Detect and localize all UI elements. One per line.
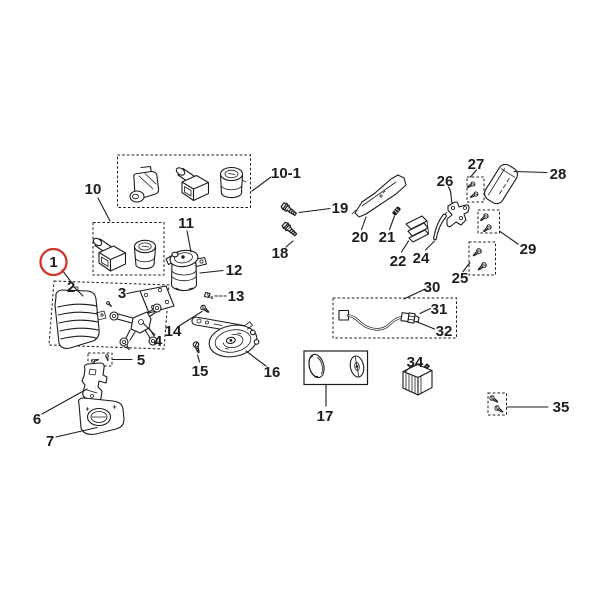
part-24-rod	[432, 211, 448, 241]
part-16-horn	[191, 316, 260, 358]
group-box-1	[48, 280, 170, 350]
part-4-bracket	[105, 300, 162, 351]
group-box-10	[92, 222, 165, 276]
callout-34: 34	[407, 354, 424, 371]
callout-13: 13	[228, 288, 245, 305]
part-10-lock-set	[92, 237, 157, 272]
callout-11: 11	[178, 215, 194, 232]
callout-4: 4	[154, 333, 163, 350]
callout-35: 35	[553, 399, 570, 416]
part-11-12-switch-body	[165, 249, 208, 292]
callout-16: 16	[264, 364, 281, 381]
callout-29: 29	[520, 241, 537, 258]
part-25-screw-set	[471, 247, 488, 272]
callout-28: 28	[550, 166, 567, 183]
group-box-27	[466, 176, 485, 203]
part-19-bolt	[279, 201, 299, 218]
part-21-plug	[392, 206, 401, 216]
highlight-circle-1	[39, 247, 68, 277]
callout-25: 25	[452, 270, 469, 287]
group-box-30	[332, 297, 457, 339]
callout-1: 1	[49, 254, 57, 271]
group-box-29	[477, 209, 500, 234]
callout-19: 19	[332, 200, 349, 217]
callout-20: 20	[352, 229, 369, 246]
part-2-louvered-lens	[54, 286, 107, 349]
part-30-cable	[338, 309, 420, 331]
callout-26: 26	[437, 173, 454, 190]
callout-7: 7	[46, 433, 54, 450]
callout-22: 22	[390, 253, 407, 270]
group-box-10-1	[117, 154, 251, 208]
part-7-cover	[78, 397, 125, 435]
callout-10: 10	[85, 181, 102, 198]
part-6-bracket	[81, 362, 108, 402]
callout-6: 6	[33, 411, 41, 428]
part-18-bolt	[280, 220, 299, 239]
part-27-screw-set	[465, 180, 480, 200]
callout-5: 5	[137, 352, 145, 369]
part-15-screw	[191, 340, 202, 354]
callout-30: 30	[424, 279, 441, 296]
callout-15: 15	[192, 363, 209, 380]
part-22-bracket	[405, 215, 430, 243]
callout-31: 31	[431, 301, 448, 318]
callout-18: 18	[272, 245, 289, 262]
callout-27: 27	[468, 156, 485, 173]
callout-labels: 1 2 3 4 5 6 7 10 10-1 11 12 13 14 15 16 …	[33, 156, 570, 450]
callout-21: 21	[379, 229, 396, 246]
part-28-cover	[484, 163, 518, 205]
group-box-17	[303, 350, 369, 386]
part-34-relay	[402, 363, 433, 396]
callout-3: 3	[118, 285, 126, 302]
callout-14: 14	[165, 323, 182, 340]
part-20-lever	[351, 174, 407, 218]
callout-32: 32	[436, 323, 453, 340]
leader-lines	[41, 169, 549, 438]
part-35-screw-set	[488, 394, 505, 415]
group-box-25	[468, 241, 496, 276]
callout-2: 2	[67, 279, 75, 296]
part-26-bracket	[446, 201, 470, 228]
group-box-35	[487, 392, 507, 416]
callout-12: 12	[226, 262, 243, 279]
callout-24: 24	[413, 250, 430, 267]
part-29-screw-set	[478, 212, 493, 234]
callout-10-1: 10-1	[271, 165, 301, 182]
part-13-clip	[203, 291, 214, 299]
part-3-plate	[139, 285, 175, 314]
callout-17: 17	[317, 408, 334, 425]
part-10-1-key-switch-set	[129, 165, 247, 203]
part-17-grommet-set	[308, 353, 365, 379]
part-5-screw-set	[90, 353, 110, 364]
